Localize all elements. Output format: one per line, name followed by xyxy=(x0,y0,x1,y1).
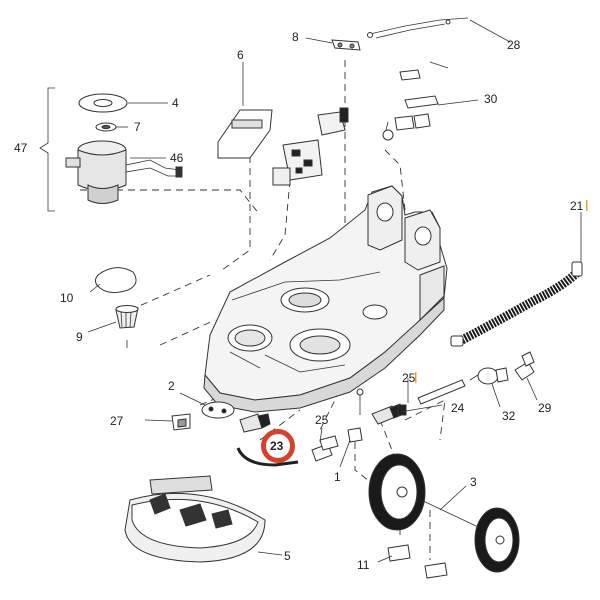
elbow-fitting[interactable] xyxy=(514,351,535,381)
callout-3: 3 xyxy=(470,475,477,489)
callout-9: 9 xyxy=(76,330,83,344)
hose-rod[interactable] xyxy=(417,379,466,405)
small-connector-upper[interactable] xyxy=(397,404,407,416)
basket-filter[interactable] xyxy=(115,305,139,329)
wheel-axle-assembly[interactable] xyxy=(368,453,520,573)
callout-4: 4 xyxy=(172,96,179,110)
callout-32: 32 xyxy=(502,409,516,423)
callout-11: 11 xyxy=(357,558,370,572)
callout-1: 1 xyxy=(334,470,341,484)
callout-25-upper: 25 xyxy=(402,371,416,385)
trigger-cable[interactable] xyxy=(367,17,469,39)
callout-8: 8 xyxy=(292,30,299,44)
callout-30: 30 xyxy=(484,92,498,106)
highlight-ring-23[interactable] xyxy=(261,429,295,463)
callout-47: 47 xyxy=(14,141,28,155)
bracket-small[interactable] xyxy=(347,427,363,443)
callout-21: 21 xyxy=(570,199,584,213)
valve-fitting[interactable] xyxy=(469,367,509,385)
chassis-base[interactable] xyxy=(203,185,448,413)
callout-24: 24 xyxy=(451,401,465,415)
micro-switch-kit[interactable] xyxy=(382,61,449,141)
callout-27: 27 xyxy=(110,414,124,428)
filter-bracket[interactable] xyxy=(217,109,273,159)
callout-2: 2 xyxy=(168,379,175,393)
callout-25-lower: 25 xyxy=(315,413,329,427)
callout-labels: 4 7 46 47 6 8 28 30 21 10 9 2 27 23 25 2… xyxy=(14,30,584,572)
valve-pad[interactable] xyxy=(201,401,235,419)
cable-clip[interactable] xyxy=(331,39,361,51)
water-tube[interactable] xyxy=(236,447,299,467)
switch-block[interactable] xyxy=(272,107,349,186)
group-bracket xyxy=(39,87,55,212)
valve-body[interactable] xyxy=(239,413,271,433)
squeegee-assembly[interactable] xyxy=(124,475,266,563)
screw-fitting[interactable] xyxy=(356,388,364,415)
callout-7: 7 xyxy=(134,120,141,134)
tube-connector[interactable] xyxy=(311,435,339,462)
vacuum-motor-assembly[interactable] xyxy=(65,93,183,204)
callout-46: 46 xyxy=(170,151,184,165)
callout-29: 29 xyxy=(538,401,552,415)
mounting-clip[interactable] xyxy=(171,413,191,431)
callout-5: 5 xyxy=(284,549,291,563)
axle-bracket[interactable] xyxy=(387,544,448,579)
accent-tick-25 xyxy=(415,372,417,383)
callout-28: 28 xyxy=(507,38,521,52)
accent-tick-21 xyxy=(586,200,588,211)
callout-23: 23 xyxy=(270,439,284,453)
drain-hose[interactable] xyxy=(450,261,583,347)
leader-lines xyxy=(87,19,582,563)
callout-6: 6 xyxy=(237,48,244,62)
tank-cap[interactable] xyxy=(94,267,137,294)
callout-10: 10 xyxy=(60,291,74,305)
